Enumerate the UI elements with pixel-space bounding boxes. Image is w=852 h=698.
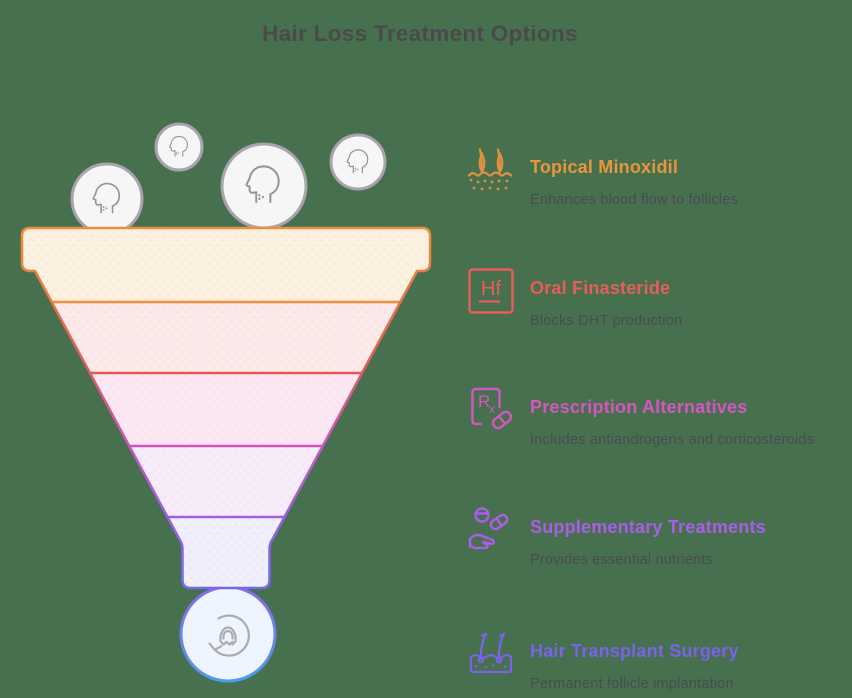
item-title: Supplementary Treatments [530,517,766,537]
head-bubble [329,133,387,191]
treatment-list: Topical Minoxidil Enhances blood flow to… [466,0,852,698]
rx-letter-x: x [489,402,495,416]
page-title: Hair Loss Treatment Options [262,21,578,46]
finasteride-element-box-icon: Hf [468,268,514,314]
funnel-stages [22,228,430,588]
hair-transplant-skin-icon [469,632,513,674]
funnel-divider-lines [51,300,401,519]
item-text: Supplementary Treatments Provides essent… [530,505,766,568]
list-item-prescription-alternatives: R x Prescription Alternatives Includes a… [466,385,814,448]
item-title: Oral Finasteride [530,278,671,298]
item-description: Blocks DHT production [530,313,683,329]
item-title: Prescription Alternatives [530,397,748,417]
list-item-oral-finasteride: Hf Oral Finasteride Blocks DHT productio… [466,266,682,329]
item-text: Hair Transplant Surgery Permanent follic… [530,629,739,692]
item-text: Prescription Alternatives Includes antia… [530,385,814,448]
item-description: Permanent follicle implantation [530,676,734,692]
funnel-outline [20,226,432,590]
result-bubble [179,585,277,683]
hair-follicle-icon [467,148,513,191]
funnel-dot-texture [22,228,430,588]
list-item-hair-transplant-surgery: Hair Transplant Surgery Permanent follic… [466,629,739,692]
head-bubble [154,122,204,172]
rx-letter-r: R [478,392,490,411]
item-title: Hair Transplant Surgery [530,641,739,661]
head-bubble [70,162,144,236]
item-title: Topical Minoxidil [530,157,679,177]
head-bubble [220,142,308,230]
list-item-topical-minoxidil: Topical Minoxidil Enhances blood flow to… [466,145,738,208]
list-item-supplementary-treatments: Supplementary Treatments Provides essent… [466,505,766,568]
item-text: Topical Minoxidil Enhances blood flow to… [530,145,738,208]
funnel-diagram [20,122,432,683]
prescription-rx-pill-icon: R x [471,387,513,430]
hair-regrowth-cycle-icon [208,614,250,657]
item-description: Enhances blood flow to follicles [530,192,738,208]
item-description: Provides essential nutrients [530,552,713,568]
item-description: Includes antiandrogens and corticosteroi… [530,432,815,448]
element-symbol-text: Hf [481,278,501,300]
hand-holding-pills-icon [468,507,509,550]
head-bubble-group [70,122,387,236]
item-text: Oral Finasteride Blocks DHT production [530,266,682,329]
